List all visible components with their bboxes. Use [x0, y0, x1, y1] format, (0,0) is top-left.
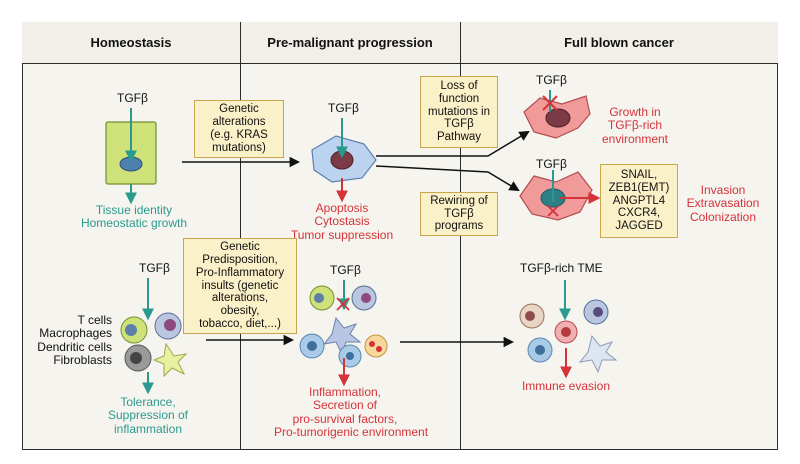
outcome-line: Growth in [609, 105, 661, 119]
outcome-line: Extravasation [686, 196, 760, 211]
progression-arrow-growth [376, 130, 530, 157]
tgfb-label-growth: TGFβ [536, 73, 567, 87]
box-line: programs [434, 220, 484, 233]
box-line: Genetic [219, 103, 259, 116]
cancer-cell-growth-icon [523, 95, 591, 139]
tgfb-label-invasion: TGFβ [536, 157, 567, 171]
box-line: TGFβ [444, 118, 474, 131]
outcome-line: inflammation [113, 421, 183, 436]
outcome-line: Inflammation, [308, 385, 382, 399]
header-premalignant: Pre-malignant progression [240, 22, 460, 64]
outcome-line: Tumor suppression [290, 227, 394, 242]
box-line: Pro-Inflammatory [195, 266, 285, 279]
cell-type-item: Fibroblasts [53, 353, 112, 368]
box-line: TGFβ [444, 207, 474, 220]
box-line: insults (genetic [201, 279, 279, 292]
progression-arrow-invasion [375, 165, 520, 192]
box-line: tobacco, diet,...) [199, 318, 281, 331]
box-line: ZEB1(EMT) [608, 181, 670, 194]
outcome-line: Invasion [700, 183, 746, 197]
outcome-line: pro-survival factors, [292, 411, 398, 426]
outcome-line: Apoptosis [315, 201, 369, 215]
box-line: Pathway [436, 131, 482, 144]
box-line: Loss of [440, 79, 478, 92]
column-divider-2 [460, 22, 461, 450]
rewiring-box: Rewiring of TGFβ programs [420, 192, 498, 236]
outcome-line: TGFβ-rich [607, 118, 663, 133]
outcome-line: Secretion of [312, 398, 378, 413]
premalignant-tumor-outcome: Apoptosis Cytostasis Tumor suppression [290, 201, 394, 242]
column-divider-1 [240, 22, 241, 450]
outcome-line: Tolerance, [120, 395, 176, 409]
tgfb-label-immune-homeostasis: TGFβ [139, 261, 170, 275]
box-line: alterations, [211, 292, 269, 305]
rewired-x-icon [547, 205, 559, 217]
outcome-line: Pro-tumorigenic environment [274, 425, 429, 440]
immune-cells-premalignant-icon [299, 285, 388, 368]
outcome-line: Homeostatic growth [80, 216, 188, 231]
box-line: Genetic [220, 240, 260, 253]
genetic-alterations-box: Genetic alterations (e.g. KRAS mutations… [194, 100, 284, 158]
outcome-line: Suppression of [107, 408, 189, 423]
immune-cells-homeostasis-icon [120, 312, 188, 378]
box-line: Rewiring of [430, 194, 488, 207]
premalignant-cell-icon [311, 135, 377, 183]
tgfb-label-homeostasis: TGFβ [117, 91, 148, 105]
header-homeostasis: Homeostasis [22, 22, 240, 64]
blocked-x-icon [542, 95, 558, 111]
target-genes-box: SNAIL, ZEB1(EMT) ANGPTL4 CXCR4, JAGGED [600, 164, 678, 238]
immune-evasion-outcome: Immune evasion [521, 379, 611, 393]
cancer-cell-invasion-icon [519, 171, 593, 221]
box-line: JAGGED [615, 220, 663, 233]
cancer-growth-outcome: Growth in TGFβ-rich environment [594, 105, 676, 146]
homeostasis-immune-outcome: Tolerance, Suppression of inflammation [92, 395, 204, 436]
outcome-line: environment [601, 131, 669, 146]
box-line: function [438, 92, 480, 105]
box-line: (e.g. KRAS [210, 129, 268, 141]
tgfb-rich-tme-label: TGFβ-rich TME [520, 261, 603, 275]
cell-type-item: T cells [77, 313, 112, 327]
tgfb-label-immune-premalignant: TGFβ [330, 263, 361, 277]
box-line: ANGPTL4 [612, 194, 666, 207]
box-line: Predisposition, [202, 253, 278, 266]
outcome-line: Colonization [689, 209, 757, 224]
box-line: obesity, [220, 305, 260, 318]
outcome-line: Tissue identity [95, 203, 173, 217]
header-cancer: Full blown cancer [460, 22, 778, 64]
predisposition-box: Genetic Predisposition, Pro-Inflammatory… [183, 238, 297, 334]
box-line: mutations in [427, 105, 490, 118]
cancer-invasion-outcome: Invasion Extravasation Colonization [680, 183, 766, 224]
homeostasis-outcome: Tissue identity Homeostatic growth [80, 203, 188, 231]
outcome-line: Cytostasis [314, 214, 370, 229]
cell-type-item: Dendritic cells [37, 339, 112, 354]
box-line: alterations [212, 116, 266, 129]
cell-type-item: Macrophages [39, 326, 112, 341]
premalignant-immune-outcome: Inflammation, Secretion of pro-survival … [274, 385, 429, 440]
box-line: mutations) [212, 141, 266, 154]
tme-cells-icon [519, 299, 618, 374]
loss-of-function-box: Loss of function mutations in TGFβ Pathw… [420, 76, 498, 148]
blocked-x-icon-immune [336, 297, 350, 311]
box-line: CXCR4, [617, 207, 661, 220]
box-line: SNAIL, [620, 168, 658, 181]
tgfb-label-premalignant: TGFβ [328, 101, 359, 115]
cell-type-list: T cells Macrophages Dendritic cells Fibr… [34, 313, 112, 368]
